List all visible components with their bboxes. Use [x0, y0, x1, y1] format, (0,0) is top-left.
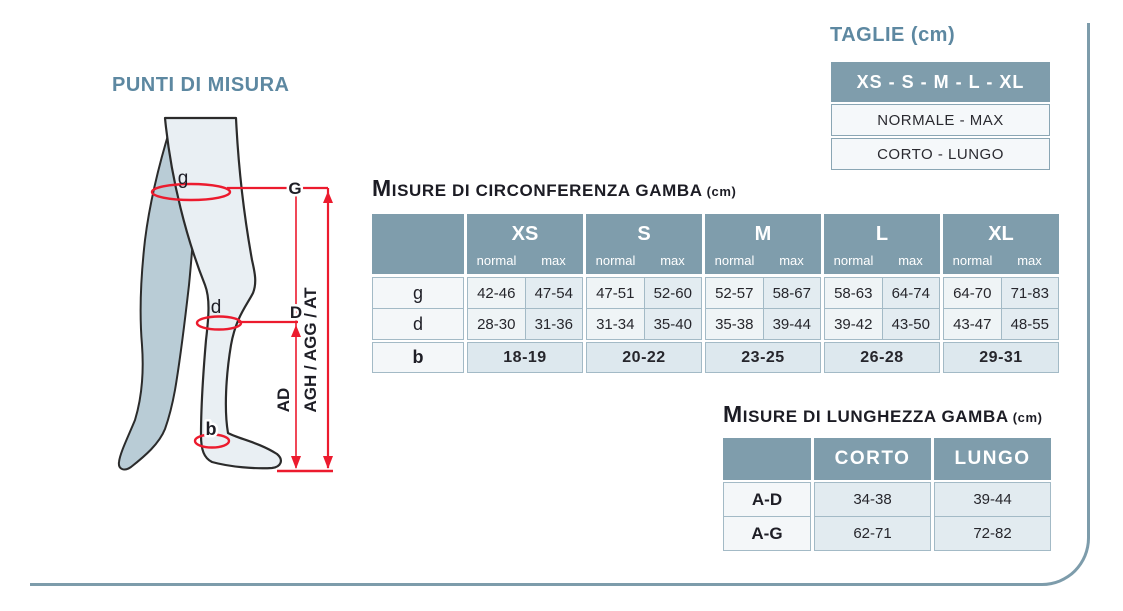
- value-cell: 71-83: [1000, 277, 1059, 309]
- row-label-d: d: [372, 308, 464, 340]
- circumference-title-unit: (cm): [706, 184, 737, 199]
- length-header-corner: [723, 438, 811, 480]
- label-D: D: [290, 303, 302, 322]
- value-cell: 23-25: [705, 342, 821, 373]
- ad-arrow-down: [291, 456, 301, 469]
- length-title-unit: (cm): [1012, 410, 1043, 425]
- value-cell: 58-67: [762, 277, 821, 309]
- length-table-header-row: CORTO LUNGO: [723, 438, 1051, 480]
- size-group-header-s: S normal max: [586, 214, 702, 274]
- row-label-a-d: A-D: [723, 482, 811, 517]
- value-cell: 29-31: [943, 342, 1059, 373]
- size-name: M: [754, 223, 772, 245]
- size-name: S: [637, 223, 651, 245]
- sizes-title: TAGLIE (cm): [830, 24, 956, 46]
- size-group-header-xl: XL normal max: [943, 214, 1059, 274]
- sub-header-max: max: [541, 253, 566, 268]
- size-name: L: [875, 223, 889, 245]
- label-ad: AD: [274, 388, 293, 413]
- size-name: XL: [988, 223, 1014, 245]
- circumference-title-lead: M: [372, 175, 392, 201]
- measure-points-title: PUNTI DI MISURA: [112, 74, 290, 96]
- agh-arrow-up: [323, 191, 333, 203]
- circumference-row-b: b 18-19 20-22 23-25 26-28 29-31: [372, 342, 1060, 373]
- value-cell: 34-38: [814, 482, 931, 517]
- value-cell: 48-55: [1000, 308, 1059, 340]
- size-group-header-m: M normal max: [705, 214, 821, 274]
- sub-header-normal: normal: [952, 253, 993, 268]
- length-row-ag: A-G 62-71 72-82: [723, 516, 1051, 551]
- sizes-table: XS - S - M - L - XL NORMALE - MAX CORTO …: [831, 62, 1050, 170]
- sub-header-normal: normal: [714, 253, 755, 268]
- sub-header-normal: normal: [476, 253, 517, 268]
- sub-header-normal: normal: [595, 253, 636, 268]
- value-cell: 52-60: [643, 277, 702, 309]
- sizes-table-row-corto-lungo: CORTO - LUNGO: [831, 138, 1050, 170]
- value-cell: 52-57: [705, 277, 764, 309]
- value-cell: 28-30: [467, 308, 526, 340]
- value-cell: 39-42: [824, 308, 883, 340]
- value-cell: 64-74: [881, 277, 940, 309]
- circumference-table: XS normal max S normal max M normal max L n…: [372, 214, 1060, 373]
- sub-header-max: max: [779, 253, 804, 268]
- value-cell: 43-47: [943, 308, 1002, 340]
- value-cell: 31-36: [524, 308, 583, 340]
- value-cell: 39-44: [762, 308, 821, 340]
- front-leg-shape: [163, 116, 282, 470]
- length-title: MISURE DI LUNGHEZZA GAMBA(cm): [723, 401, 1043, 428]
- length-row-ad: A-D 34-38 39-44: [723, 482, 1051, 517]
- size-group-header-l: L normal max: [824, 214, 940, 274]
- size-name: XS: [511, 223, 539, 245]
- length-title-lead: M: [723, 401, 743, 427]
- sub-header-normal: normal: [833, 253, 874, 268]
- sub-header-max: max: [898, 253, 923, 268]
- label-agh-agg-at: AGH / AGG / AT: [301, 287, 320, 413]
- circumference-header-corner: [372, 214, 464, 274]
- value-cell: 58-63: [824, 277, 883, 309]
- label-d: d: [211, 297, 222, 318]
- length-table: CORTO LUNGO A-D 34-38 39-44 A-G 62-71 72…: [723, 438, 1051, 551]
- length-header-lungo: LUNGO: [934, 438, 1051, 480]
- length-header-corto: CORTO: [814, 438, 931, 480]
- value-cell: 47-54: [524, 277, 583, 309]
- value-cell: 18-19: [467, 342, 583, 373]
- sub-header-max: max: [1017, 253, 1042, 268]
- size-group-header-xs: XS normal max: [467, 214, 583, 274]
- circumference-title: MISURE DI CIRCONFERENZA GAMBA(cm): [372, 175, 736, 202]
- value-cell: 43-50: [881, 308, 940, 340]
- sizes-table-row-normale-max: NORMALE - MAX: [831, 104, 1050, 136]
- value-cell: 39-44: [934, 482, 1051, 517]
- value-cell: 64-70: [943, 277, 1002, 309]
- value-cell: 72-82: [934, 516, 1051, 551]
- value-cell: 42-46: [467, 277, 526, 309]
- value-cell: 35-38: [705, 308, 764, 340]
- label-b: b: [206, 419, 217, 439]
- row-label-g: g: [372, 277, 464, 309]
- ad-arrow-up: [291, 325, 301, 337]
- thigh-circumference-marker: [150, 182, 232, 202]
- ankle-circumference-marker: [193, 433, 231, 449]
- leg-measurement-diagram: g G d D b AD AGH / AGG / AT: [117, 116, 333, 473]
- value-cell: 62-71: [814, 516, 931, 551]
- circumference-title-rest: ISURE DI CIRCONFERENZA GAMBA: [391, 181, 703, 200]
- value-cell: 35-40: [643, 308, 702, 340]
- value-cell: 31-34: [586, 308, 645, 340]
- sizes-table-header: XS - S - M - L - XL: [831, 62, 1050, 102]
- label-g: g: [178, 168, 189, 189]
- circumference-table-header-row: XS normal max S normal max M normal max L n…: [372, 214, 1060, 274]
- row-label-a-g: A-G: [723, 516, 811, 551]
- label-G: G: [288, 179, 301, 198]
- value-cell: 47-51: [586, 277, 645, 309]
- agh-arrow-down: [323, 456, 333, 469]
- length-title-rest: ISURE DI LUNGHEZZA GAMBA: [742, 407, 1009, 426]
- value-cell: 20-22: [586, 342, 702, 373]
- row-label-b: b: [372, 342, 464, 373]
- value-cell: 26-28: [824, 342, 940, 373]
- sub-header-max: max: [660, 253, 685, 268]
